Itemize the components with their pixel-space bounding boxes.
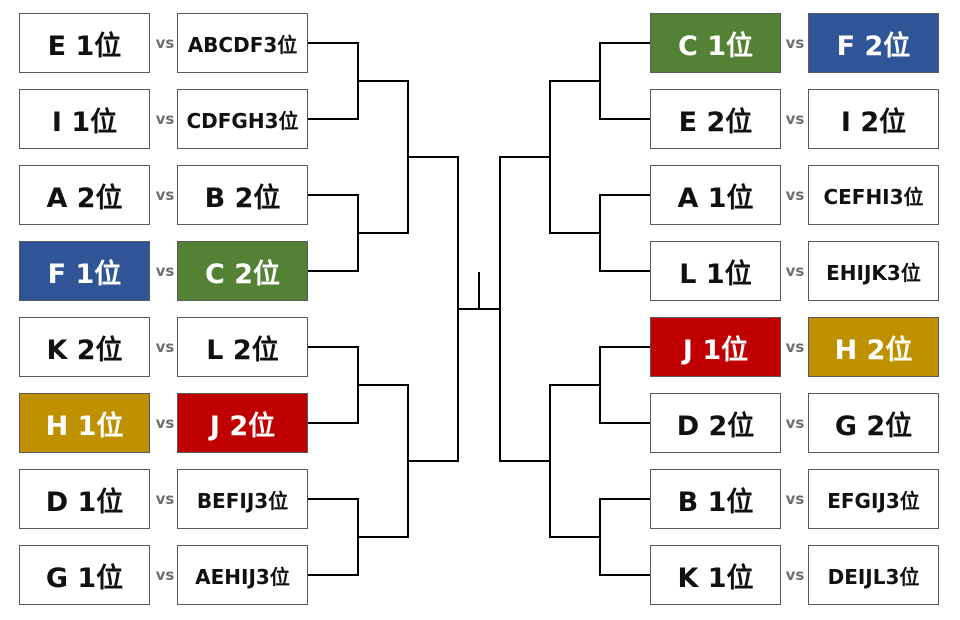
left-match-4-away-team: C 2位 (177, 241, 308, 301)
left-match-7-away-team: BEFIJ3位 (177, 469, 308, 529)
left-match-1-away-team: ABCDF3位 (177, 13, 308, 73)
left-match-2-home-team: I 1位 (19, 89, 150, 149)
left-r1-connector-2 (308, 194, 359, 272)
left-match-1-home-team: E 1位 (19, 13, 150, 73)
left-match-3-home-team: A 2位 (19, 165, 150, 225)
right-r1-connector-2 (599, 194, 650, 272)
left-match-5-vs-label: vs (155, 338, 175, 356)
right-match-6-vs-label: vs (785, 414, 805, 432)
left-match-1-vs-label: vs (155, 34, 175, 52)
left-match-2-vs-label: vs (155, 110, 175, 128)
right-r2-connector-2 (549, 384, 600, 538)
left-match-8-away-team: AEHIJ3位 (177, 545, 308, 605)
right-match-8-away-team: DEIJL3位 (808, 545, 939, 605)
right-match-5-away-team: H 2位 (808, 317, 939, 377)
right-match-7-vs-label: vs (785, 490, 805, 508)
left-match-4-home-team: F 1位 (19, 241, 150, 301)
right-match-4-away-team: EHIJK3位 (808, 241, 939, 301)
left-match-7-vs-label: vs (155, 490, 175, 508)
left-match-3-away-team: B 2位 (177, 165, 308, 225)
left-match-7-home-team: D 1位 (19, 469, 150, 529)
right-r3-connector (499, 156, 550, 462)
right-match-3-away-team: CEFHI3位 (808, 165, 939, 225)
left-match-2-away-team: CDFGH3位 (177, 89, 308, 149)
right-match-1-home-team: C 1位 (650, 13, 781, 73)
right-match-2-home-team: E 2位 (650, 89, 781, 149)
left-match-3-vs-label: vs (155, 186, 175, 204)
left-match-4-vs-label: vs (155, 262, 175, 280)
left-r2-connector-1 (358, 80, 409, 234)
right-match-7-home-team: B 1位 (650, 469, 781, 529)
right-match-6-away-team: G 2位 (808, 393, 939, 453)
left-match-6-home-team: H 1位 (19, 393, 150, 453)
left-match-5-away-team: L 2位 (177, 317, 308, 377)
left-match-8-vs-label: vs (155, 566, 175, 584)
right-match-8-vs-label: vs (785, 566, 805, 584)
right-r1-connector-1 (599, 42, 650, 120)
left-match-6-away-team: J 2位 (177, 393, 308, 453)
right-r2-connector-1 (549, 80, 600, 234)
right-match-2-away-team: I 2位 (808, 89, 939, 149)
right-r1-connector-4 (599, 498, 650, 576)
left-match-6-vs-label: vs (155, 414, 175, 432)
right-match-1-vs-label: vs (785, 34, 805, 52)
left-r1-connector-4 (308, 498, 359, 576)
right-r1-connector-3 (599, 346, 650, 424)
right-match-1-away-team: F 2位 (808, 13, 939, 73)
right-match-3-vs-label: vs (785, 186, 805, 204)
left-r1-connector-1 (308, 42, 359, 120)
right-match-8-home-team: K 1位 (650, 545, 781, 605)
right-match-5-vs-label: vs (785, 338, 805, 356)
right-match-4-home-team: L 1位 (650, 241, 781, 301)
right-match-7-away-team: EFGIJ3位 (808, 469, 939, 529)
right-match-4-vs-label: vs (785, 262, 805, 280)
right-match-3-home-team: A 1位 (650, 165, 781, 225)
left-r3-connector (408, 156, 459, 462)
right-match-5-home-team: J 1位 (650, 317, 781, 377)
right-match-6-home-team: D 2位 (650, 393, 781, 453)
left-match-5-home-team: K 2位 (19, 317, 150, 377)
left-match-8-home-team: G 1位 (19, 545, 150, 605)
right-match-2-vs-label: vs (785, 110, 805, 128)
left-r2-connector-2 (358, 384, 409, 538)
left-r1-connector-3 (308, 346, 359, 424)
